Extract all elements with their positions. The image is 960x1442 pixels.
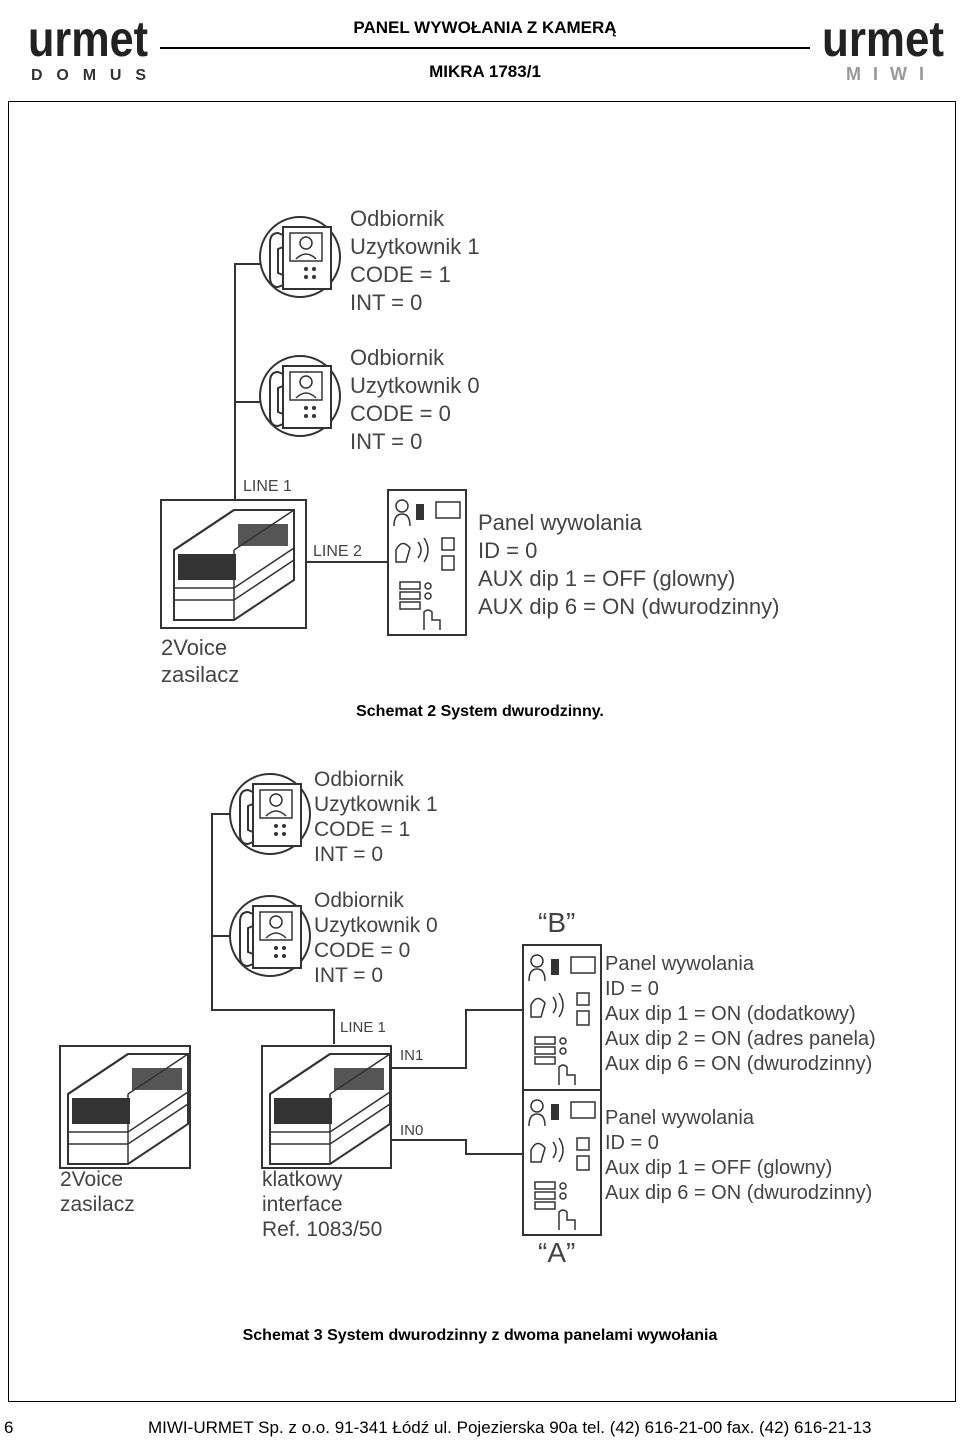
- caption-schemat-3: Schemat 3 System dwurodzinny z dwoma pan…: [242, 1327, 718, 1344]
- panel-b-label-4: Aux dip 6 = ON (dwurodzinny): [605, 1053, 872, 1075]
- receiver-0-label-0: Odbiornik: [350, 345, 445, 370]
- interface-label-0: klatkowy: [262, 1168, 343, 1191]
- panel-b-marker: “B”: [538, 907, 575, 938]
- power-supply-label-1: zasilacz: [60, 1193, 135, 1216]
- receiver-user-1: [259, 216, 341, 298]
- power-supply-label-0: 2Voice: [60, 1168, 123, 1191]
- receiver-1-label-3: INT = 0: [314, 843, 383, 866]
- receiver-1-label-1: Uzytkownik 1: [350, 234, 480, 259]
- line-1-label: LINE 1: [243, 478, 292, 495]
- power-supply-label-1: zasilacz: [161, 662, 239, 687]
- interface-label-2: Ref. 1083/50: [262, 1218, 382, 1241]
- receiver-0-label-0: Odbiornik: [314, 889, 404, 912]
- receiver-0-label-2: CODE = 0: [350, 401, 451, 426]
- panel-b-label-1: ID = 0: [605, 978, 659, 1000]
- company-footer: MIWI-URMET Sp. z o.o. 91-341 Łódź ul. Po…: [148, 1418, 872, 1437]
- call-panel-b: [522, 944, 602, 1091]
- header-divider: [160, 47, 810, 49]
- call-panel-a: [522, 1089, 602, 1236]
- receiver-0-label-3: INT = 0: [350, 429, 422, 454]
- receiver-1-label-2: CODE = 1: [314, 818, 410, 841]
- wiring: [234, 263, 390, 563]
- panel-a-marker: “A”: [538, 1237, 575, 1268]
- caption-schemat-2: Schemat 2 System dwurodzinny.: [356, 703, 604, 720]
- content-frame: [8, 101, 956, 1402]
- panel-b-label-2: Aux dip 1 = ON (dodatkowy): [605, 1003, 856, 1025]
- diagram-2: Odbiornik Uzytkownik 1 CODE = 1 INT = 0 …: [59, 768, 876, 1268]
- in0-label: IN0: [400, 1122, 423, 1139]
- receiver-user-0: [259, 355, 341, 437]
- receiver-user-1: [229, 773, 311, 855]
- model-name: MIKRA 1783/1: [429, 62, 541, 81]
- interface-label-1: interface: [262, 1193, 343, 1216]
- wiring: [211, 813, 524, 1155]
- receiver-0-label-2: CODE = 0: [314, 939, 410, 962]
- line-2-label: LINE 2: [313, 543, 362, 560]
- panel-b-label-3: Aux dip 2 = ON (adres panela): [605, 1028, 876, 1050]
- urmet-domus-logo: urmet DOMUS: [28, 11, 148, 82]
- panel-b-label-0: Panel wywolania: [605, 953, 755, 975]
- panel-label-0: Panel wywolania: [478, 510, 643, 535]
- panel-a-label-0: Panel wywolania: [605, 1107, 755, 1129]
- panel-a-label-3: Aux dip 6 = ON (dwurodzinny): [605, 1182, 872, 1204]
- panel-label-1: ID = 0: [478, 538, 537, 563]
- panel-a-label-1: ID = 0: [605, 1132, 659, 1154]
- receiver-1-label-3: INT = 0: [350, 290, 422, 315]
- power-supply-label-0: 2Voice: [161, 635, 227, 660]
- panel-a-label-2: Aux dip 1 = OFF (glowny): [605, 1157, 832, 1179]
- svg-text:urmet: urmet: [822, 11, 944, 67]
- document-title: PANEL WYWOŁANIA Z KAMERĄ: [353, 18, 617, 37]
- receiver-1-label-1: Uzytkownik 1: [314, 793, 438, 816]
- receiver-1-label-0: Odbiornik: [350, 206, 445, 231]
- receiver-user-0: [229, 895, 311, 977]
- receiver-1-label-0: Odbiornik: [314, 768, 404, 791]
- call-panel: [387, 489, 467, 636]
- panel-label-2: AUX dip 1 = OFF (glowny): [478, 566, 735, 591]
- page-number: 6: [4, 1418, 14, 1437]
- in1-label: IN1: [400, 1047, 423, 1064]
- diagram-1: Odbiornik Uzytkownik 1 CODE = 1 INT = 0 …: [160, 206, 779, 687]
- urmet-miwi-logo: urmet MIWI: [822, 11, 944, 82]
- receiver-0-label-3: INT = 0: [314, 964, 383, 987]
- svg-text:urmet: urmet: [28, 11, 148, 67]
- receiver-0-label-1: Uzytkownik 0: [314, 914, 438, 937]
- svg-text:DOMUS: DOMUS: [31, 67, 146, 82]
- line-1-label: LINE 1: [340, 1019, 386, 1036]
- receiver-1-label-2: CODE = 1: [350, 262, 451, 287]
- panel-label-3: AUX dip 6 = ON (dwurodzinny): [478, 594, 779, 619]
- receiver-0-label-1: Uzytkownik 0: [350, 373, 480, 398]
